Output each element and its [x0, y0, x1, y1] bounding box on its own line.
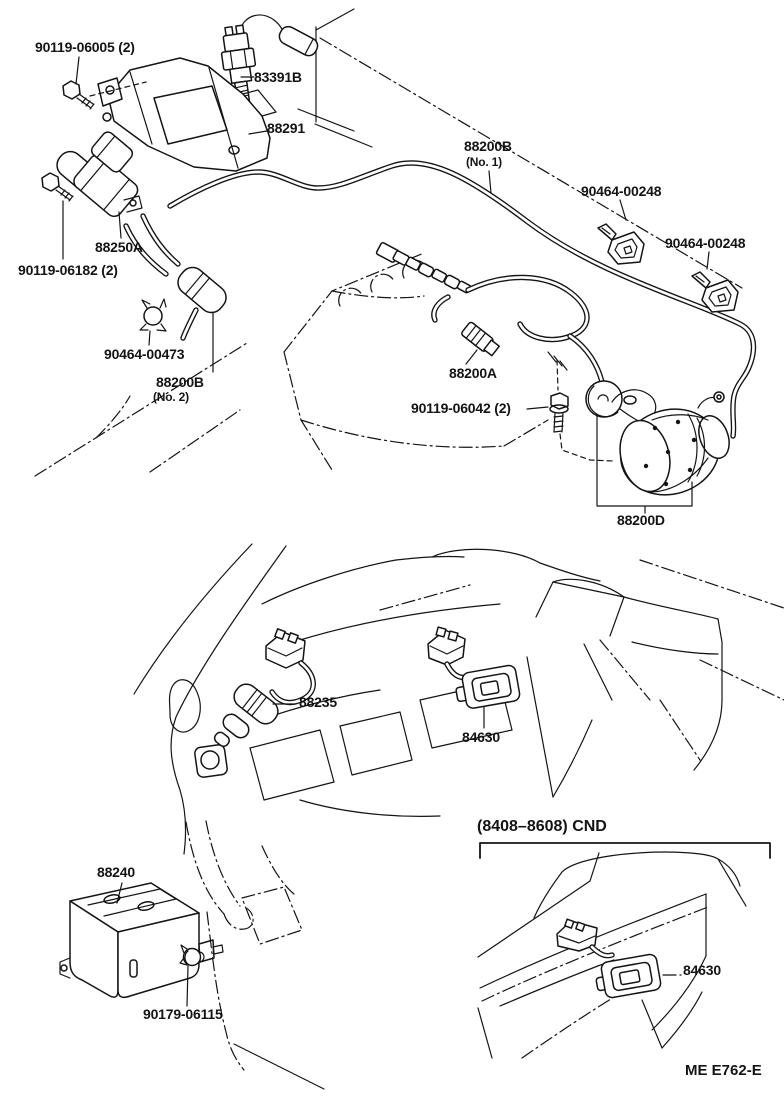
- callout-90464-00248-2: 90464-00248: [665, 235, 746, 251]
- callout-88200b-no1: 88200B: [464, 138, 512, 154]
- inset-box: [477, 842, 771, 1059]
- callout-83391b: 83391B: [254, 69, 302, 85]
- speed-sensor-88235: [213, 628, 316, 747]
- hose-88200b-no1: [167, 160, 757, 439]
- callout-88291: 88291: [267, 120, 305, 136]
- callout-88240: 88240: [97, 864, 135, 880]
- engine-phantom-outline: [283, 252, 549, 471]
- callout-88200a: 88200A: [449, 365, 497, 381]
- clip-90464-00473: [139, 298, 167, 332]
- clamp-90464-00248-1: [597, 223, 645, 265]
- callout-90464-00248-1: 90464-00248: [581, 183, 662, 199]
- callout-88200b-no2: 88200B: [156, 374, 204, 390]
- clamp-90464-00248-2: [691, 271, 739, 313]
- dashboard-sketch: [133, 543, 784, 855]
- callout-84630-inset: 84630: [683, 962, 721, 978]
- cable-junction: [461, 321, 500, 357]
- diagram-code: ME E762-E: [685, 1062, 762, 1079]
- bracket-88291: [97, 57, 277, 172]
- callout-90179-06115: 90179-06115: [143, 1006, 223, 1022]
- callout-90119-06005: 90119-06005 (2): [35, 39, 135, 55]
- vtv-valve: [177, 266, 227, 314]
- vsv-88250a: [56, 131, 143, 218]
- callout-90119-06042: 90119-06042 (2): [411, 400, 511, 416]
- callout-90119-06182: 90119-06182 (2): [18, 262, 118, 278]
- callout-88200b-no2-sub: (No. 2): [153, 390, 189, 404]
- callout-88200b-no1-sub: (No. 1): [466, 155, 502, 169]
- cable-88200a: [375, 241, 605, 385]
- inset-caption: (8408–8608) CND: [477, 818, 607, 835]
- pedal-phantom-lines: [185, 820, 325, 1090]
- cruise-computer-88240: [59, 882, 224, 999]
- leader-lines: [62, 56, 710, 1007]
- body-phantom-lines: [34, 8, 743, 477]
- callout-90464-00473: 90464-00473: [104, 346, 185, 362]
- bolt-90119-06042: [549, 359, 615, 462]
- inset-switch-84630: [556, 918, 662, 999]
- main-switch-84630: [427, 626, 521, 709]
- hose-88200b-no2: [123, 213, 227, 341]
- callout-88235: 88235: [299, 694, 337, 710]
- screw-90119-06182: [41, 172, 74, 202]
- callout-88200d: 88200D: [617, 512, 665, 528]
- grommet-90179-06115: [179, 944, 205, 967]
- callout-84630-main: 84630: [462, 729, 500, 745]
- actuator-88200d: [596, 389, 730, 514]
- callout-88250a: 88250A: [95, 239, 143, 255]
- screw-90119-06005: [62, 80, 147, 110]
